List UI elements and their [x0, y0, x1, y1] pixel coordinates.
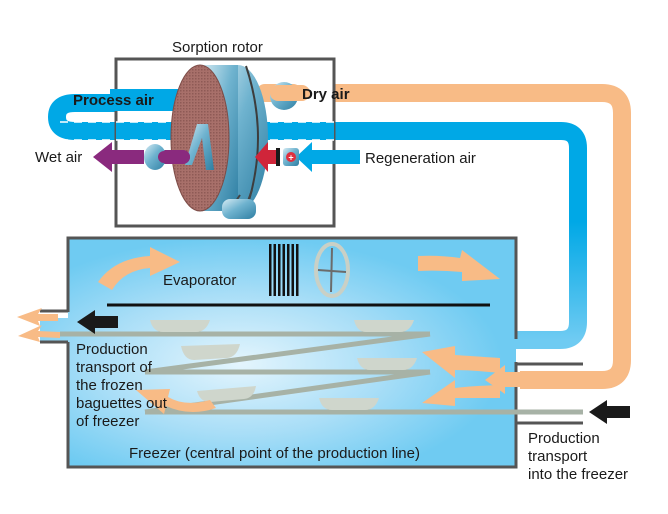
circulation-arrow-top-right — [418, 250, 500, 281]
svg-text:transport of: transport of — [76, 359, 153, 376]
exhaust-arrow-upper — [17, 308, 58, 326]
circulation-arrow-mid-right-upper — [422, 346, 500, 378]
sorption-rotor — [170, 64, 268, 219]
svg-text:the frozen: the frozen — [76, 377, 143, 394]
baguette-trays — [150, 320, 417, 410]
heated-regeneration-arrow — [255, 142, 276, 172]
freezer-label: Freezer (central point of the production… — [129, 445, 420, 462]
regeneration-air-arrow — [296, 142, 360, 172]
svg-text:Production: Production — [76, 341, 148, 358]
svg-text:transport: transport — [528, 448, 588, 465]
process-air-return-duct — [47, 94, 587, 349]
exhaust-arrow-lower — [18, 325, 60, 342]
svg-text:+: + — [288, 153, 293, 163]
evaporator-coil-icon — [269, 244, 299, 296]
dry-air-inlet-arrow — [485, 365, 520, 394]
transport-out-arrow — [77, 310, 118, 334]
dry-air-label: Dry air — [302, 86, 350, 103]
transport-in-label: Production transport into the freezer — [528, 430, 628, 483]
wet-air-arrow — [93, 142, 144, 172]
evaporator-label: Evaporator — [163, 272, 236, 289]
svg-text:baguettes out: baguettes out — [76, 395, 168, 412]
circulation-arrow-mid-right-lower — [422, 380, 500, 406]
circulation-arrow-top-left — [98, 247, 180, 290]
process-air-label: Process air — [73, 92, 154, 109]
regeneration-air-label: Regeneration air — [365, 150, 476, 167]
drive-motor — [222, 199, 256, 219]
fan-icon — [314, 242, 350, 298]
svg-text:into the freezer: into the freezer — [528, 466, 628, 483]
heater-plus-icon — [286, 152, 296, 162]
svg-text:of freezer: of freezer — [76, 413, 139, 430]
circulation-arrow-bottom-left — [136, 389, 216, 414]
transport-in-arrow — [589, 400, 630, 424]
rotor-bracket — [185, 124, 214, 170]
dry-air-duct — [270, 84, 631, 389]
sorption-rotor-label: Sorption rotor — [172, 39, 263, 56]
wet-air-fan-housing — [144, 144, 166, 170]
transport-out-label: Production transport of the frozen bague… — [76, 341, 168, 430]
svg-text:Production: Production — [528, 430, 600, 447]
wet-air-label: Wet air — [35, 149, 82, 166]
